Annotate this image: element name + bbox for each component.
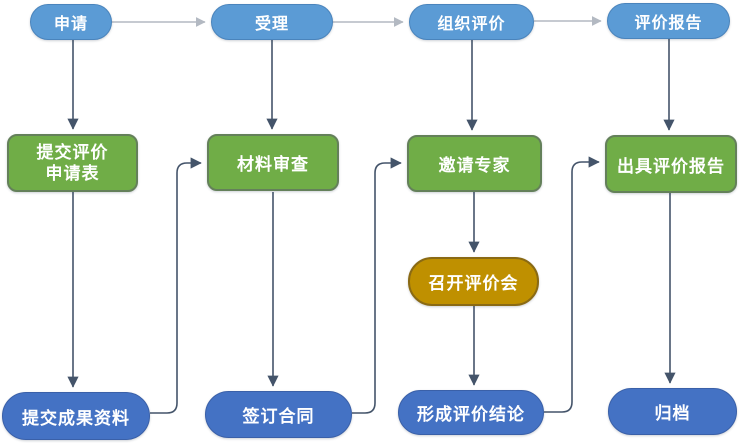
node-step-submit-form: 提交评价 申请表 — [7, 134, 138, 192]
node-end-archive: 归档 — [608, 388, 737, 435]
node-step-material-review: 材料审查 — [207, 134, 339, 191]
node-step-meeting: 召开评价会 — [408, 257, 539, 306]
connector-form-conclusion-to-issue-report — [544, 156, 600, 413]
node-step-issue-report: 出具评价报告 — [605, 135, 737, 193]
node-stage-accept: 受理 — [211, 4, 333, 40]
connector-sign-contract-to-invite-experts — [352, 157, 402, 414]
node-stage-apply: 申请 — [30, 4, 112, 40]
node-stage-organize: 组织评价 — [409, 4, 534, 40]
connector-submit-materials-to-material-review — [150, 157, 202, 414]
node-end-sign-contract: 签订合同 — [205, 391, 352, 438]
node-step-invite-experts: 邀请专家 — [407, 135, 542, 192]
node-stage-report: 评价报告 — [607, 3, 730, 39]
node-end-form-conclusion: 形成评价结论 — [398, 390, 544, 435]
node-end-submit-materials: 提交成果资料 — [2, 392, 150, 440]
